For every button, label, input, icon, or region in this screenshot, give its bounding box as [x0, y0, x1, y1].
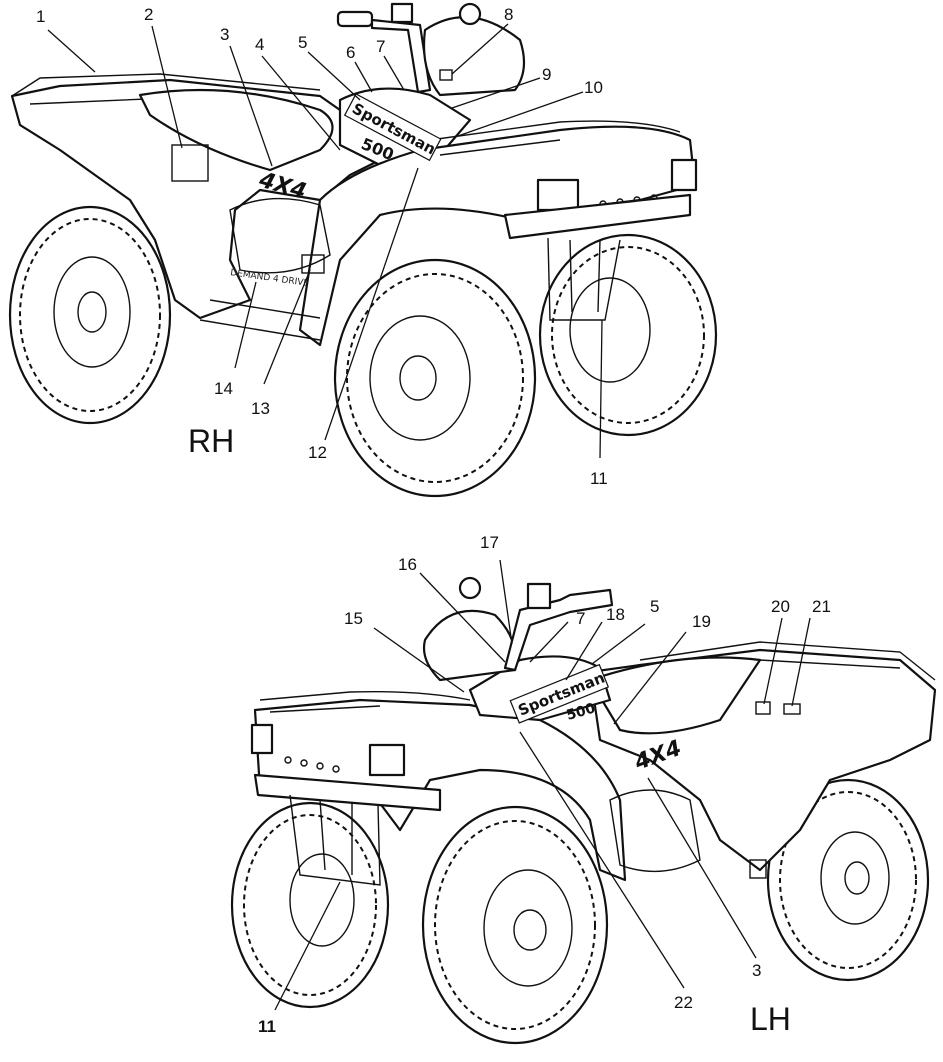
- lh-handlebar: [503, 582, 614, 672]
- lh-front-bumper: [253, 773, 442, 812]
- callout-9: 9: [542, 65, 551, 84]
- rh-label: RH: [188, 423, 234, 459]
- lh-engine: [609, 789, 701, 873]
- callout-17: 17: [480, 533, 499, 552]
- callout-7-lh: 7: [576, 609, 585, 628]
- rh-seat: [138, 88, 334, 172]
- callout-21: 21: [812, 597, 831, 616]
- rh-front-wheel: [333, 258, 537, 498]
- lh-callouts: 15 16 17 7 18 5 19 20 21 11 22 3: [258, 533, 831, 1036]
- callout-10: 10: [584, 78, 603, 97]
- lh-engine-text: 500: [565, 700, 598, 724]
- callout-16: 16: [398, 555, 417, 574]
- rh-footwell: [199, 299, 321, 341]
- lh-decal-500: 500: [565, 700, 598, 724]
- rh-leader-lines: [47, 23, 603, 459]
- lh-grille-dots: [284, 756, 340, 773]
- callout-12: 12: [308, 443, 327, 462]
- lh-seat: [588, 656, 762, 735]
- lh-front-far-wheel: [230, 801, 390, 1009]
- rh-headlight-pod: [422, 16, 526, 97]
- rh-brush-guard: [547, 237, 621, 321]
- lh-rear-wheel: [766, 778, 930, 982]
- lh-label: LH: [750, 1001, 791, 1037]
- lh-view: Sportsman 500 4X4 15 16: [230, 533, 937, 1045]
- callout-7: 7: [376, 37, 385, 56]
- callout-8: 8: [504, 5, 513, 24]
- rh-pod-cap: [458, 2, 482, 26]
- callout-3-lh: 3: [752, 961, 761, 980]
- lh-headlight-left: [250, 723, 274, 755]
- callout-5-lh: 5: [650, 597, 659, 616]
- callout-2: 2: [144, 5, 153, 24]
- lh-pod-cap: [458, 576, 482, 600]
- rh-headlight-right: [670, 158, 698, 192]
- callout-11-lh: 11: [258, 1017, 276, 1036]
- rh-side-decal: [301, 254, 325, 274]
- rh-front-fender: [298, 125, 697, 347]
- rh-front-rack: [429, 120, 681, 156]
- rh-engine: [229, 197, 331, 274]
- lh-leader-lines: [274, 559, 811, 1011]
- callout-13: 13: [251, 399, 270, 418]
- callout-1: 1: [36, 7, 45, 26]
- lh-headlight-pod: [422, 609, 517, 682]
- rh-headlight-left: [536, 178, 580, 212]
- callout-5: 5: [298, 33, 307, 52]
- callout-20: 20: [771, 597, 790, 616]
- lh-foot-decal: [749, 859, 767, 879]
- lh-headlight-right: [368, 743, 406, 777]
- lh-front-fender: [253, 698, 627, 882]
- rh-rear-decal: [171, 144, 209, 182]
- callout-14: 14: [214, 379, 233, 398]
- callout-11-rh: 11: [590, 469, 608, 488]
- rh-view: Sportsman 500 4X4 DEMAND 4 DRIVE: [8, 2, 718, 498]
- callout-15: 15: [344, 609, 363, 628]
- lh-rear-decal-a: [755, 701, 771, 715]
- callout-4: 4: [255, 35, 264, 54]
- callout-18: 18: [606, 605, 625, 624]
- rh-pod-decal: [439, 69, 453, 81]
- callout-19: 19: [692, 612, 711, 631]
- rh-handlebar: [336, 2, 432, 94]
- lh-front-near-wheel: [421, 805, 609, 1045]
- callout-22: 22: [674, 993, 693, 1012]
- rh-callouts: 1 2 3 4 5 6 7 8 9 10 11 12 13 14: [36, 5, 608, 488]
- callout-3: 3: [220, 25, 229, 44]
- callout-6: 6: [346, 43, 355, 62]
- rh-far-wheel: [538, 233, 718, 437]
- lh-brush-guard: [289, 794, 381, 886]
- rh-front-bumper: [503, 193, 692, 240]
- rh-rear-wheel: [8, 205, 172, 425]
- lh-front-rack: [259, 690, 471, 713]
